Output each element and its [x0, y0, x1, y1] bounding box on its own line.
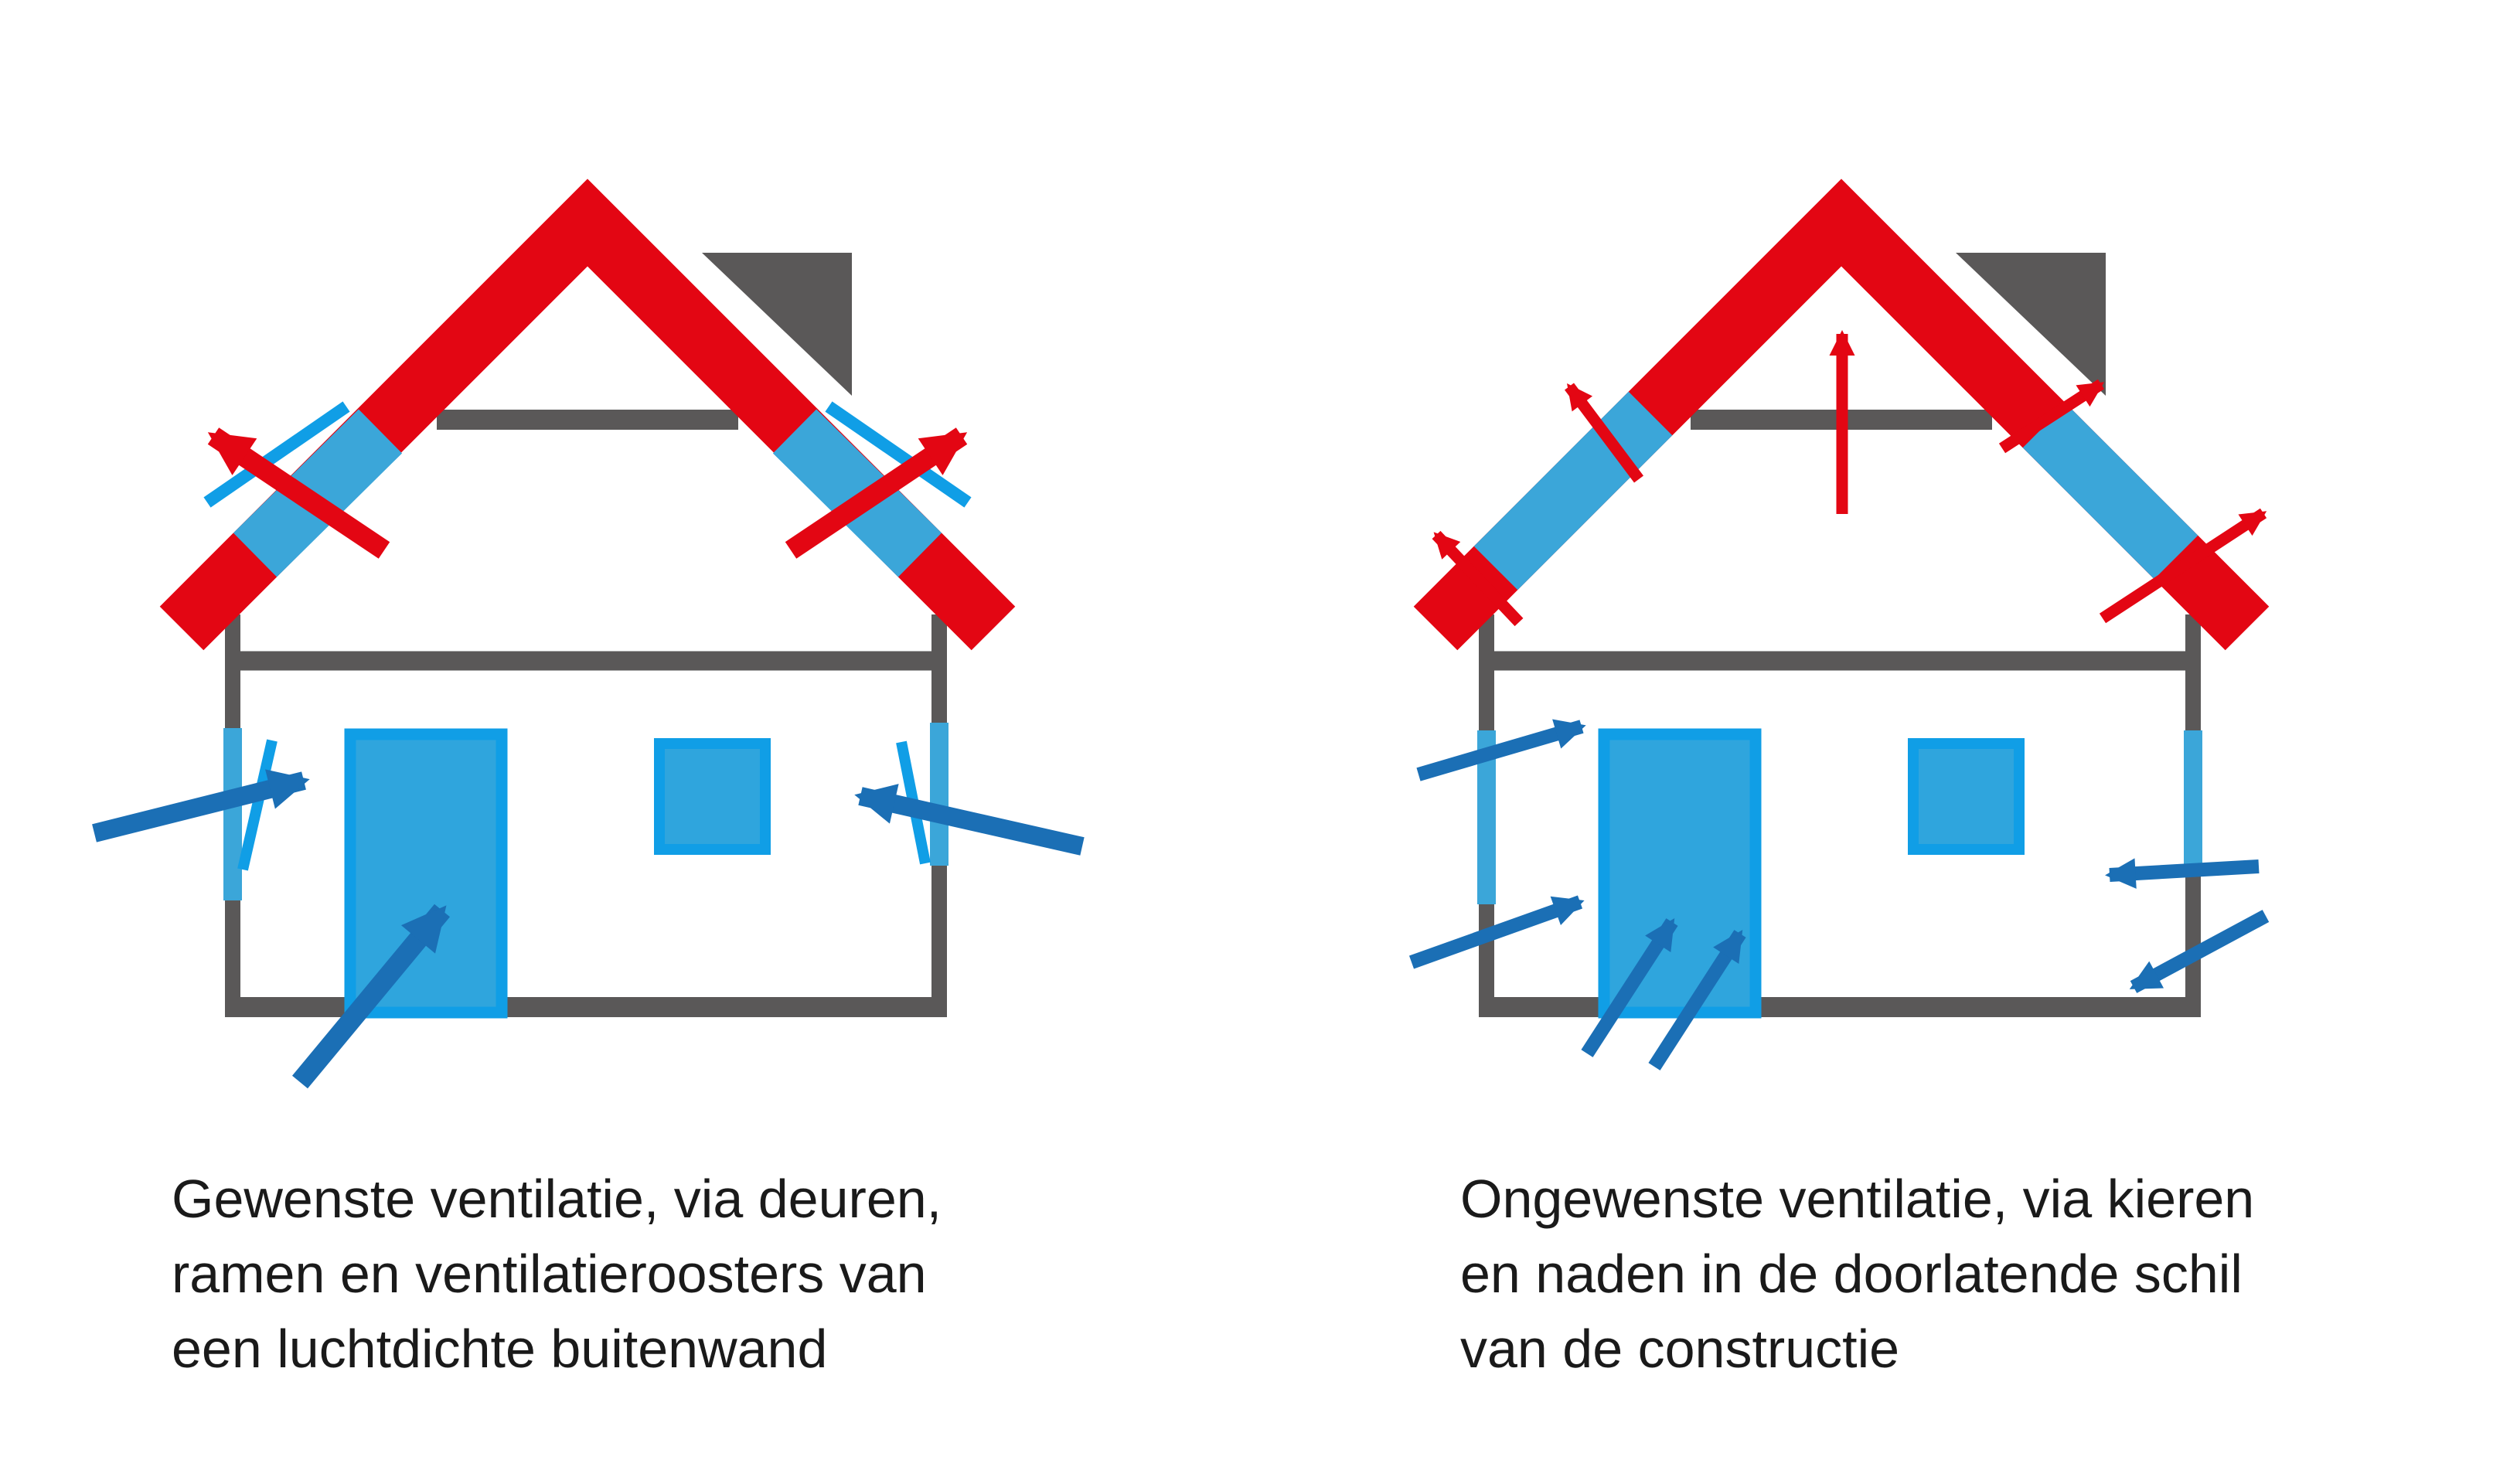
warm-air-out-arrow-right-roof: [785, 427, 968, 559]
left-house-roof-vent-flap-left: [203, 401, 350, 508]
fresh-air-in-arrow-left-wall: [92, 769, 310, 842]
left-house-roof-vent-left: [233, 409, 403, 577]
leak-out-arrow-right-roof-upper-seam: [1998, 379, 2105, 454]
right-house-door: [1598, 728, 1762, 1019]
left-house-chimney: [702, 253, 852, 396]
leak-out-arrow-left-roof-lower-seam: [1432, 530, 1524, 627]
right-house-chimney: [1956, 253, 2106, 396]
left-house-roof-vent-flap-right: [825, 401, 972, 508]
right-house-roof-leak-right: [2022, 403, 2198, 580]
right-house: [1408, 179, 2270, 1070]
captions: Gewenste ventilatie, via deuren, ramen e…: [172, 1169, 2254, 1379]
leak-out-arrow-right-roof-lower-seam: [2099, 508, 2267, 624]
left-house-wall-vent-flap-left: [237, 739, 278, 871]
leak-in-arrow-left-wall-upper: [1416, 719, 1586, 781]
caption-left-line-3: een luchtdichte buitenwand: [172, 1319, 827, 1379]
left-house-roof-vent-right: [772, 409, 942, 577]
fresh-air-in-arrow-door: [291, 904, 451, 1089]
left-house-door: [344, 728, 508, 1019]
caption-left-line-1: Gewenste ventilatie, via deuren,: [172, 1169, 942, 1229]
warm-air-out-arrow-left-roof: [207, 427, 390, 559]
left-house-window: [654, 738, 771, 855]
fresh-air-in-arrow-right-wall: [854, 784, 1085, 856]
caption-right-line-2: en naden in de doorlatende schil: [1460, 1244, 2243, 1304]
left-house: [92, 179, 1085, 1089]
leak-out-arrow-left-roof-upper-seam: [1565, 383, 1643, 483]
leak-in-arrow-right-wall-upper: [2105, 858, 2260, 889]
right-house-window: [1908, 738, 2025, 855]
caption-left-line-2: ramen en ventilatieroosters van: [172, 1244, 927, 1304]
leak-in-arrow-right-wall-lower: [2129, 910, 2270, 993]
caption-right-line-3: van de constructie: [1460, 1319, 1899, 1379]
leak-in-arrow-door-seam-1: [1581, 918, 1678, 1057]
right-house-roof-leak-left: [1473, 391, 1673, 591]
leak-in-arrow-door-seam-2: [1648, 930, 1746, 1070]
caption-right-line-1: Ongewenste ventilatie, via kieren: [1460, 1169, 2254, 1229]
leak-in-arrow-left-wall-lower: [1408, 895, 1585, 969]
